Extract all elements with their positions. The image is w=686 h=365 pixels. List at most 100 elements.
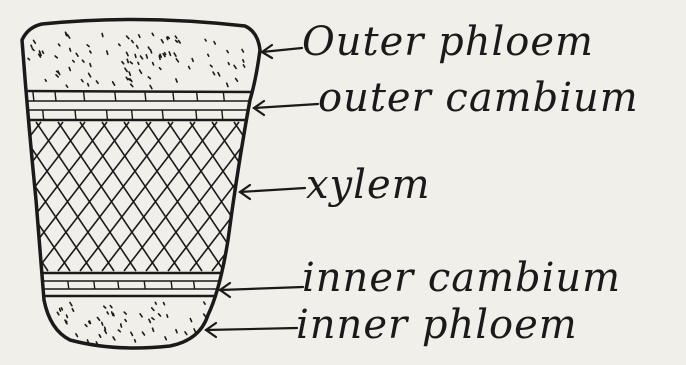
- phloem-stipple-mark: [87, 45, 89, 47]
- cambium-cell-wall: [33, 92, 34, 101]
- xylem-hatch-line: [146, 122, 246, 271]
- phloem-stipple-mark: [190, 319, 191, 322]
- phloem-stipple-mark: [135, 54, 136, 57]
- phloem-stipple-mark: [135, 340, 136, 342]
- label-inner-cambium: inner cambium: [302, 258, 621, 298]
- phloem-stipple-mark: [142, 332, 144, 335]
- phloem-stipple-mark: [243, 60, 244, 62]
- phloem-stipple-mark: [127, 59, 128, 62]
- phloem-stipple-mark: [159, 68, 161, 70]
- phloem-stipple-mark: [102, 322, 103, 325]
- outer-phloem-arrow: [262, 45, 302, 58]
- phloem-stipple-mark: [99, 335, 101, 338]
- phloem-stipple-mark: [243, 65, 244, 67]
- phloem-stipple-mark: [150, 86, 152, 89]
- phloem-stipple-mark: [119, 44, 120, 46]
- phloem-stipple-mark: [85, 325, 87, 327]
- xylem-hatch-line: [124, 122, 224, 271]
- phloem-stipple-mark: [89, 73, 91, 76]
- xylem-hatch-line: [190, 122, 290, 271]
- phloem-stipple-mark: [148, 47, 149, 49]
- cambium-cell-wall: [118, 281, 119, 289]
- phloem-stipple-mark: [66, 85, 67, 87]
- cambium-cell-wall: [94, 281, 95, 289]
- cambium-cell-wall: [171, 281, 172, 289]
- phloem-stipple-mark: [132, 41, 134, 43]
- label-inner-phloem: inner phloem: [296, 305, 578, 345]
- label-outer-cambium: outer cambium: [318, 78, 639, 118]
- cambium-cell-wall: [173, 92, 174, 101]
- phloem-stipple-mark: [140, 70, 142, 73]
- phloem-stipple-mark: [214, 42, 215, 44]
- phloem-stipple-mark: [208, 54, 209, 56]
- xylem-hatch-line: [102, 122, 217, 271]
- phloem-stipple-mark: [194, 329, 195, 332]
- phloem-stipple-mark: [161, 40, 163, 43]
- phloem-stipple-mark: [124, 312, 126, 314]
- phloem-stipple-mark: [57, 312, 59, 315]
- cambium-cell-wall: [256, 92, 257, 101]
- phloem-stipple-mark: [159, 314, 161, 316]
- xylem-hatch-line: [36, 122, 151, 271]
- cambium-cell-wall: [194, 281, 195, 289]
- phloem-stipple-mark: [87, 340, 88, 343]
- xylem-hatch-line: [102, 122, 202, 271]
- cambium-cell-wall: [162, 110, 163, 120]
- phloem-stipple-mark: [146, 55, 147, 58]
- inner-cambium-region: [30, 273, 240, 296]
- phloem-stipple-mark: [39, 51, 40, 55]
- phloem-stipple-mark: [213, 72, 215, 75]
- phloem-stipple-mark: [28, 58, 30, 60]
- phloem-stipple-mark: [189, 67, 190, 69]
- phloem-stipple-mark: [176, 40, 178, 42]
- cambium-cell-wall: [144, 281, 145, 289]
- phloem-stipple-mark: [139, 35, 140, 38]
- phloem-stipple-mark: [192, 59, 193, 62]
- phloem-stipple-mark: [82, 60, 84, 62]
- phloem-stipple-mark: [70, 48, 71, 51]
- phloem-stipple-mark: [49, 341, 51, 343]
- outer-cambium-arrow: [254, 101, 318, 115]
- xylem-hatch-line: [0, 122, 4, 271]
- phloem-stipple-mark: [61, 308, 62, 310]
- phloem-stipple-mark: [206, 334, 208, 336]
- phloem-stipple-mark: [34, 40, 36, 43]
- xylem-hatch-line: [80, 122, 195, 271]
- phloem-stipple-mark: [88, 84, 89, 86]
- phloem-stipple-mark: [129, 72, 130, 75]
- phloem-stipple-mark: [127, 52, 129, 55]
- xylem-hatch-line: [80, 122, 180, 271]
- phloem-stipple-mark: [56, 75, 58, 77]
- phloem-stipple-mark: [168, 37, 169, 39]
- phloem-stipple-mark: [113, 82, 115, 85]
- phloem-stipple-mark: [205, 39, 206, 41]
- phloem-stipple-mark: [148, 77, 150, 79]
- label-outer-phloem: Outer phloem: [302, 22, 594, 62]
- phloem-stipple-mark: [131, 84, 133, 86]
- phloem-stipple-mark: [60, 309, 61, 312]
- phloem-stipple-mark: [73, 61, 74, 63]
- phloem-stipple-mark: [210, 65, 212, 67]
- outer-cambium-region: [15, 91, 265, 120]
- phloem-stipple-mark: [97, 318, 99, 321]
- phloem-stipple-mark: [42, 51, 43, 53]
- phloem-stipple-mark: [165, 53, 166, 55]
- outer-phloem-region: [28, 32, 245, 88]
- xylem-hatch-line: [124, 122, 239, 271]
- phloem-stipple-mark: [76, 334, 78, 337]
- phloem-stipple-mark: [153, 328, 154, 331]
- phloem-stipple-mark: [55, 334, 57, 336]
- xylem-hatch-line: [168, 122, 268, 271]
- cambium-cell-wall: [223, 92, 224, 101]
- phloem-stipple-mark: [104, 306, 106, 308]
- cambium-cell-wall: [84, 92, 85, 101]
- phloem-stipple-mark: [131, 332, 133, 335]
- phloem-stipple-mark: [67, 315, 68, 317]
- phloem-stipple-mark: [149, 319, 151, 322]
- cambium-cell-wall: [55, 92, 56, 101]
- phloem-stipple-mark: [153, 63, 154, 65]
- cambium-cell-wall: [252, 110, 253, 120]
- phloem-stipple-mark: [236, 79, 238, 82]
- bundle-outline: [22, 19, 260, 348]
